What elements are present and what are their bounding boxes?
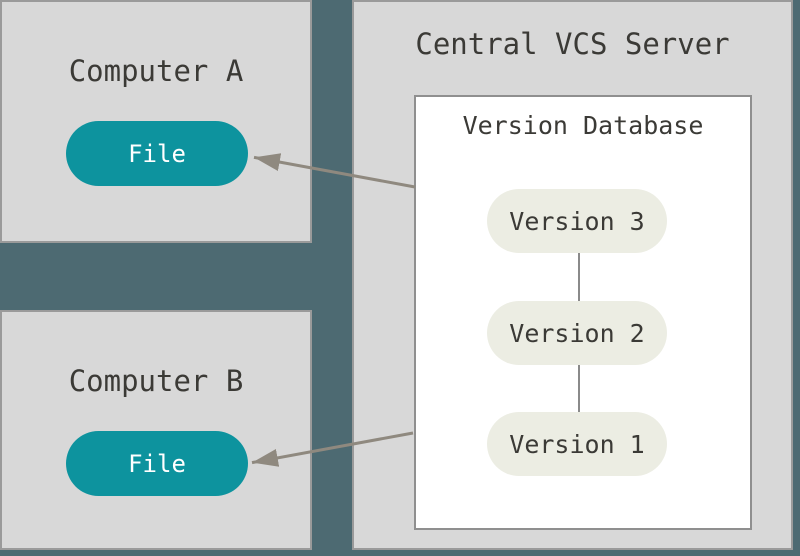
computer-a-file-label: File <box>128 139 186 168</box>
computer-b-file-label: File <box>128 449 186 478</box>
computer-b-file-pill: File <box>66 431 248 496</box>
version-2-label: Version 2 <box>509 318 645 348</box>
version-database-title: Version Database <box>462 111 704 140</box>
computer-a-file-pill: File <box>66 121 248 186</box>
central-vcs-server-title: Central VCS Server <box>415 27 730 61</box>
version-1-pill: Version 1 <box>487 412 667 476</box>
version-3-2-connector <box>578 253 580 301</box>
version-database-box: Version Database Version 3 Version 2 Ver… <box>414 95 752 530</box>
computer-b-box: Computer B File <box>0 310 312 550</box>
computer-a-title: Computer A <box>68 54 244 88</box>
version-2-pill: Version 2 <box>487 301 667 365</box>
computer-b-title: Computer B <box>68 364 244 398</box>
version-3-label: Version 3 <box>509 206 645 236</box>
version-2-1-connector <box>578 365 580 412</box>
computer-a-box: Computer A File <box>0 0 312 243</box>
version-3-pill: Version 3 <box>487 189 667 253</box>
version-1-label: Version 1 <box>509 429 645 459</box>
